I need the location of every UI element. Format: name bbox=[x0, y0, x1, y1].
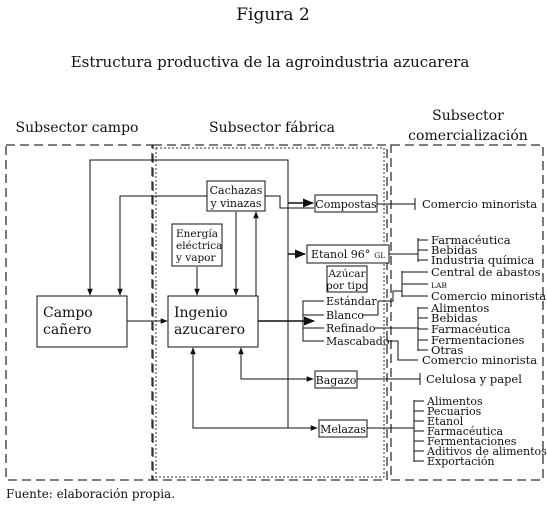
ingenio-label-2: azucarero bbox=[174, 322, 245, 338]
to-estandar-line bbox=[302, 300, 324, 321]
melazas-output-5: Fermentaciones bbox=[427, 435, 517, 448]
cachazas-to-campo-arrow bbox=[117, 195, 207, 296]
ingenio-azucarero-box bbox=[167, 295, 259, 348]
blanco-label: Blanco bbox=[326, 309, 364, 322]
etanol-unit: GL bbox=[374, 251, 385, 260]
melazas-output-4: Farmacéutica bbox=[427, 425, 504, 438]
etanol-output-3: Industria química bbox=[431, 253, 534, 267]
section-fabrica-frame bbox=[152, 144, 388, 481]
section-fabrica-label: Subsector fábrica bbox=[209, 120, 335, 136]
estandar-out-line bbox=[378, 290, 402, 302]
to-mascabado-line bbox=[302, 321, 324, 342]
section-campo-label: Subsector campo bbox=[16, 120, 139, 136]
section-fabrica-inner-frame bbox=[155, 147, 385, 478]
melazas-output-3: Etanol bbox=[427, 415, 464, 428]
cachazas-label-2: y vinazas bbox=[209, 197, 261, 210]
section-comercializacion-frame bbox=[390, 144, 544, 481]
melazas-output-1: Alimentos bbox=[426, 395, 483, 408]
azucar-label-1: Azúcar bbox=[327, 268, 366, 280]
bagazo-label: Bagazo bbox=[316, 374, 357, 387]
ingenio-melazas-arrow bbox=[190, 347, 318, 431]
refinado-output-3: Farmacéutica bbox=[431, 322, 511, 336]
campo-canero-label-2: cañero bbox=[43, 322, 92, 338]
campo-canero-label-1: Campo bbox=[43, 305, 93, 321]
estandar-output-1: Central de abastos bbox=[431, 265, 541, 279]
energia-label-3: y vapor bbox=[175, 252, 217, 264]
cachazas-to-composta-line bbox=[265, 195, 314, 209]
estandar-output-3: Comercio minorista bbox=[431, 289, 546, 303]
refinado-output-5: Otras bbox=[431, 343, 463, 357]
etanol-text: Etanol 96° bbox=[311, 248, 370, 261]
figure-subtitle: Estructura productiva de la agroindustri… bbox=[71, 53, 470, 71]
mascabado-out-line bbox=[386, 340, 418, 361]
source-note: Fuente: elaboración propia. bbox=[6, 487, 175, 501]
refinado-output-2: Bebidas bbox=[431, 311, 478, 325]
refinado-label: Refinado bbox=[326, 322, 376, 335]
energia-box bbox=[171, 223, 223, 267]
section-campo-frame bbox=[5, 144, 153, 481]
blanco-join-line bbox=[362, 301, 379, 316]
refinado-output-1: Alimentos bbox=[430, 301, 489, 315]
mascabado-label: Mascabado bbox=[326, 335, 390, 348]
melazas-output-2: Pecuarios bbox=[427, 405, 482, 418]
melazas-output-6: Aditivos de alimentos bbox=[426, 445, 547, 458]
refinado-output-4: Fermentaciones bbox=[431, 333, 525, 347]
azucar-label-2: por tipo bbox=[326, 280, 368, 292]
estandar-label: Estándar bbox=[326, 295, 377, 308]
cachazas-label-1: Cachazas bbox=[210, 184, 263, 197]
melazas-output-7: Exportación bbox=[427, 455, 495, 468]
azucar-por-tipo-box bbox=[326, 265, 368, 293]
campo-canero-box bbox=[36, 295, 128, 348]
melazas-label: Melazas bbox=[320, 423, 366, 436]
energia-label-2: eléctrica bbox=[176, 240, 222, 252]
compostas-label: Compostas bbox=[315, 198, 377, 211]
mascabado-output-1: Comercio minorista bbox=[422, 353, 537, 367]
etanol-label: Etanol 96° GL bbox=[311, 248, 385, 261]
etanol-output-2: Bebidas bbox=[431, 243, 478, 257]
ingenio-label-1: Ingenio bbox=[174, 305, 228, 321]
ingenio-bagazo-arrow bbox=[238, 347, 314, 382]
composta-output-1: Comercio minorista bbox=[422, 197, 537, 211]
estandar-output-2: LAB bbox=[431, 281, 447, 290]
bagazo-output-1: Celulosa y papel bbox=[426, 372, 522, 386]
cachazas-box bbox=[206, 180, 266, 212]
energia-label-1: Energía bbox=[176, 228, 218, 240]
figure-title: Figura 2 bbox=[236, 5, 310, 25]
section-comercializacion-label-2: comercialización bbox=[408, 128, 528, 144]
section-comercializacion-label-1: Subsector bbox=[432, 108, 504, 124]
etanol-output-1: Farmacéutica bbox=[431, 233, 511, 247]
